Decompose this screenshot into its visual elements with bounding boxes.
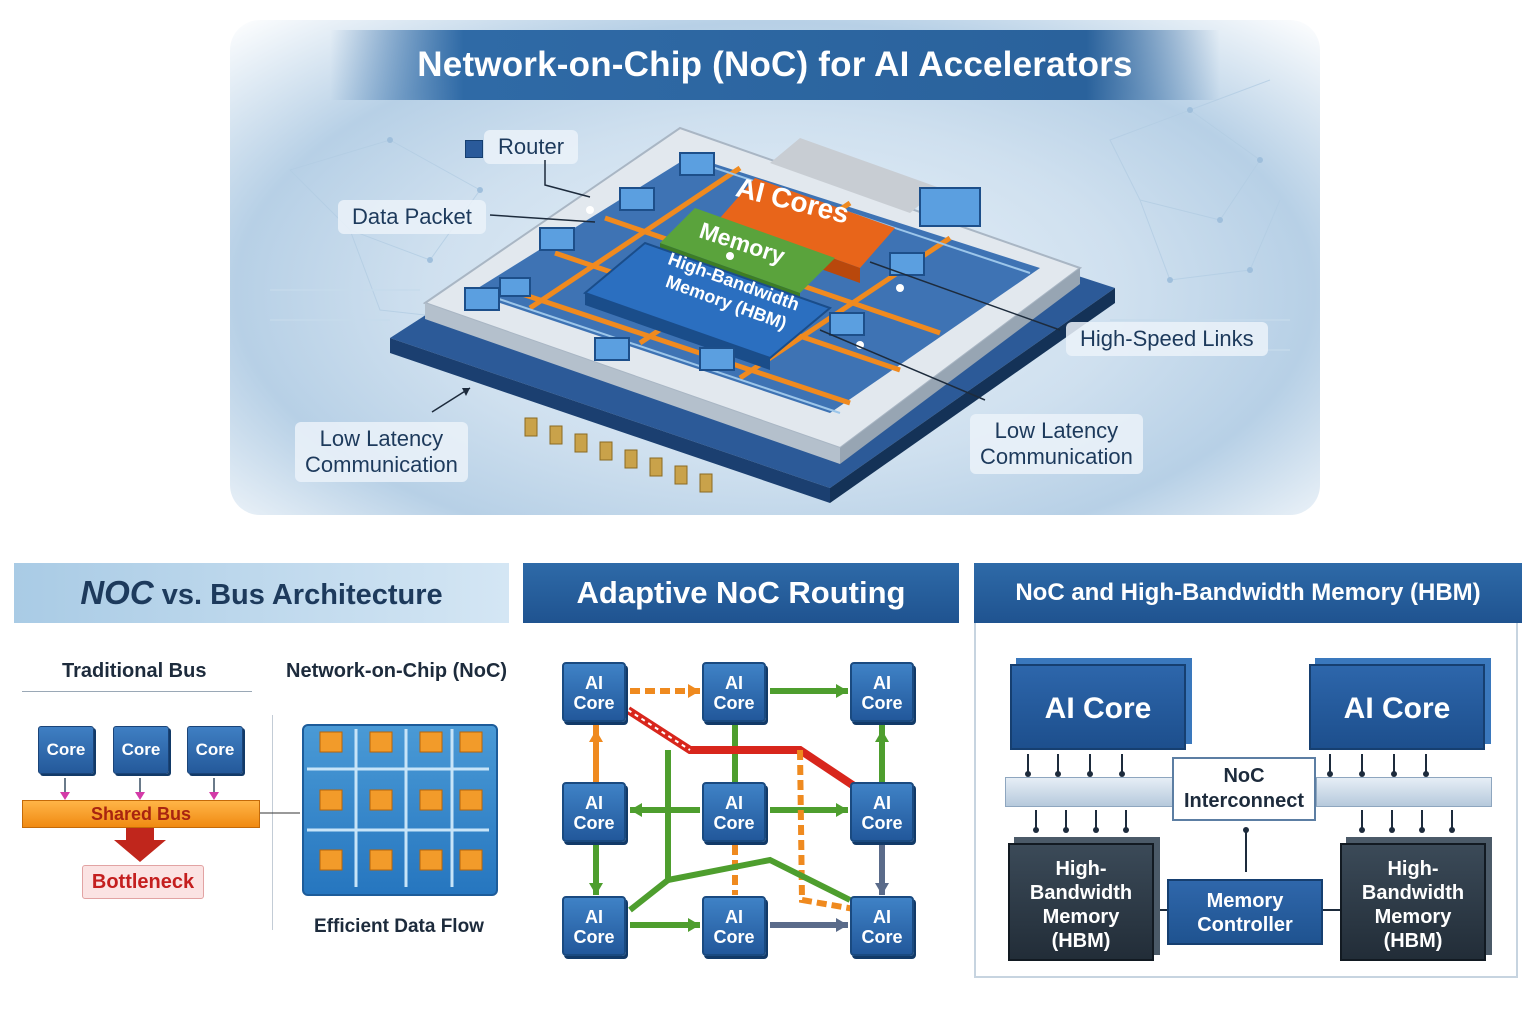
routing-node-r1c3-line2: Core: [861, 693, 903, 713]
bus-core-2: Core: [113, 726, 169, 774]
bottleneck-arrow: [114, 828, 166, 862]
hbm-right-line1: High-: [1387, 858, 1439, 880]
noc-bar-right: [1316, 777, 1492, 807]
chip-pins: [524, 417, 713, 493]
routing-node-r2c2-line1: AI: [725, 793, 743, 813]
route-arrowheads: [589, 684, 889, 932]
routing-node-r2c1-line2: Core: [573, 813, 615, 833]
traditional-bus-label: Traditional Bus: [62, 660, 207, 682]
low-latency-callout-right: Low Latency Communication: [970, 414, 1143, 474]
routing-node-r3c1-line2: Core: [573, 927, 615, 947]
callout-leader-lines: [431, 160, 1061, 413]
routing-node-r1c3-line1: AI: [873, 673, 891, 693]
chip-illustration: [390, 126, 1115, 503]
data-packet-callout: Data Packet: [338, 200, 486, 234]
router-callout: Router: [484, 130, 579, 164]
routing-node-r1c1-line2: Core: [573, 693, 615, 713]
memory-controller-line1: Memory: [1206, 890, 1284, 912]
ai-core-right: AI Core: [1309, 664, 1485, 750]
hbm-block: [583, 241, 832, 360]
routing-links: [589, 684, 889, 932]
divider-vertical: [272, 715, 273, 930]
routing-node-r3c3-line2: Core: [861, 927, 903, 947]
hbm-connectors: [1025, 754, 1455, 911]
noc-vs-bus-title-noc: NOC: [80, 574, 154, 611]
router-legend-icon: [465, 140, 483, 158]
low-latency-left-line2: Communication: [305, 452, 458, 477]
hero-title: Network-on-Chip (NoC) for AI Accelerator…: [417, 45, 1133, 84]
shared-bus: Shared Bus: [22, 800, 260, 828]
noc-mesh-tiles: [307, 729, 489, 887]
hbm-left-line4: (HBM): [1051, 930, 1111, 952]
hbm-right-line4: (HBM): [1383, 930, 1443, 952]
noc-vs-bus-header: NOC vs. Bus Architecture: [14, 563, 509, 623]
memory-block: [660, 208, 835, 293]
routing-node-r2c1-line1: AI: [585, 793, 603, 813]
noc-bar-left: [1005, 777, 1173, 807]
hbm-left-line2: Bandwidth: [1029, 882, 1133, 904]
memory-controller-line2: Controller: [1197, 914, 1293, 936]
routing-node-r2c3-line1: AI: [873, 793, 891, 813]
efficient-data-flow-label: Efficient Data Flow: [314, 916, 484, 937]
routing-node-r1c2-line2: Core: [713, 693, 755, 713]
bottleneck-label: Bottleneck: [82, 865, 204, 899]
low-latency-callout-left: Low Latency Communication: [295, 422, 468, 482]
bus-core-3: Core: [187, 726, 243, 774]
data-packets: [586, 206, 904, 349]
ai-cores-block: [720, 178, 895, 268]
hbm-right: High- Bandwidth Memory (HBM): [1340, 843, 1486, 961]
routing-node-r2c2-line2: Core: [713, 813, 755, 833]
noc-vs-bus-title-rest: vs. Bus Architecture: [161, 579, 443, 611]
noc-label: Network-on-Chip (NoC): [286, 660, 508, 682]
bus-connectors: [60, 778, 300, 862]
routing-node-r3c1-line1: AI: [585, 907, 603, 927]
noc-interconnect-line1: NoC: [1223, 765, 1265, 787]
low-latency-right-line1: Low Latency: [994, 418, 1119, 443]
hbm-right-line2: Bandwidth: [1361, 882, 1465, 904]
noc-interconnect: NoC Interconnect: [1172, 757, 1316, 821]
routing-node-r3c2-line1: AI: [725, 907, 743, 927]
hbm-right-line3: Memory: [1374, 906, 1452, 928]
routing-node-r1c2-line1: AI: [725, 673, 743, 693]
hbm-left-line1: High-: [1055, 858, 1107, 880]
noc-interconnect-line2: Interconnect: [1183, 790, 1305, 812]
gray-block: [770, 138, 940, 213]
high-speed-links-callout: High-Speed Links: [1066, 322, 1268, 356]
memory-controller: Memory Controller: [1167, 879, 1323, 945]
ai-core-left: AI Core: [1010, 664, 1186, 750]
hbm-left: High- Bandwidth Memory (HBM): [1008, 843, 1154, 961]
bus-core-1: Core: [38, 726, 94, 774]
hbm-left-line3: Memory: [1042, 906, 1120, 928]
low-latency-right-line2: Communication: [980, 444, 1133, 469]
routing-node-r1c1-line1: AI: [585, 673, 603, 693]
low-latency-left-line1: Low Latency: [319, 426, 444, 451]
routing-node-r3c2-line2: Core: [713, 927, 755, 947]
routing-node-r2c3-line2: Core: [861, 813, 903, 833]
routing-node-r3c3-line1: AI: [873, 907, 891, 927]
router-nodes: [464, 152, 981, 371]
divider-bus: [22, 691, 252, 692]
noc-hbm-header: NoC and High-Bandwidth Memory (HBM): [974, 563, 1522, 623]
hero-title-bar: [330, 30, 1220, 100]
adaptive-routing-header: Adaptive NoC Routing: [523, 563, 959, 623]
